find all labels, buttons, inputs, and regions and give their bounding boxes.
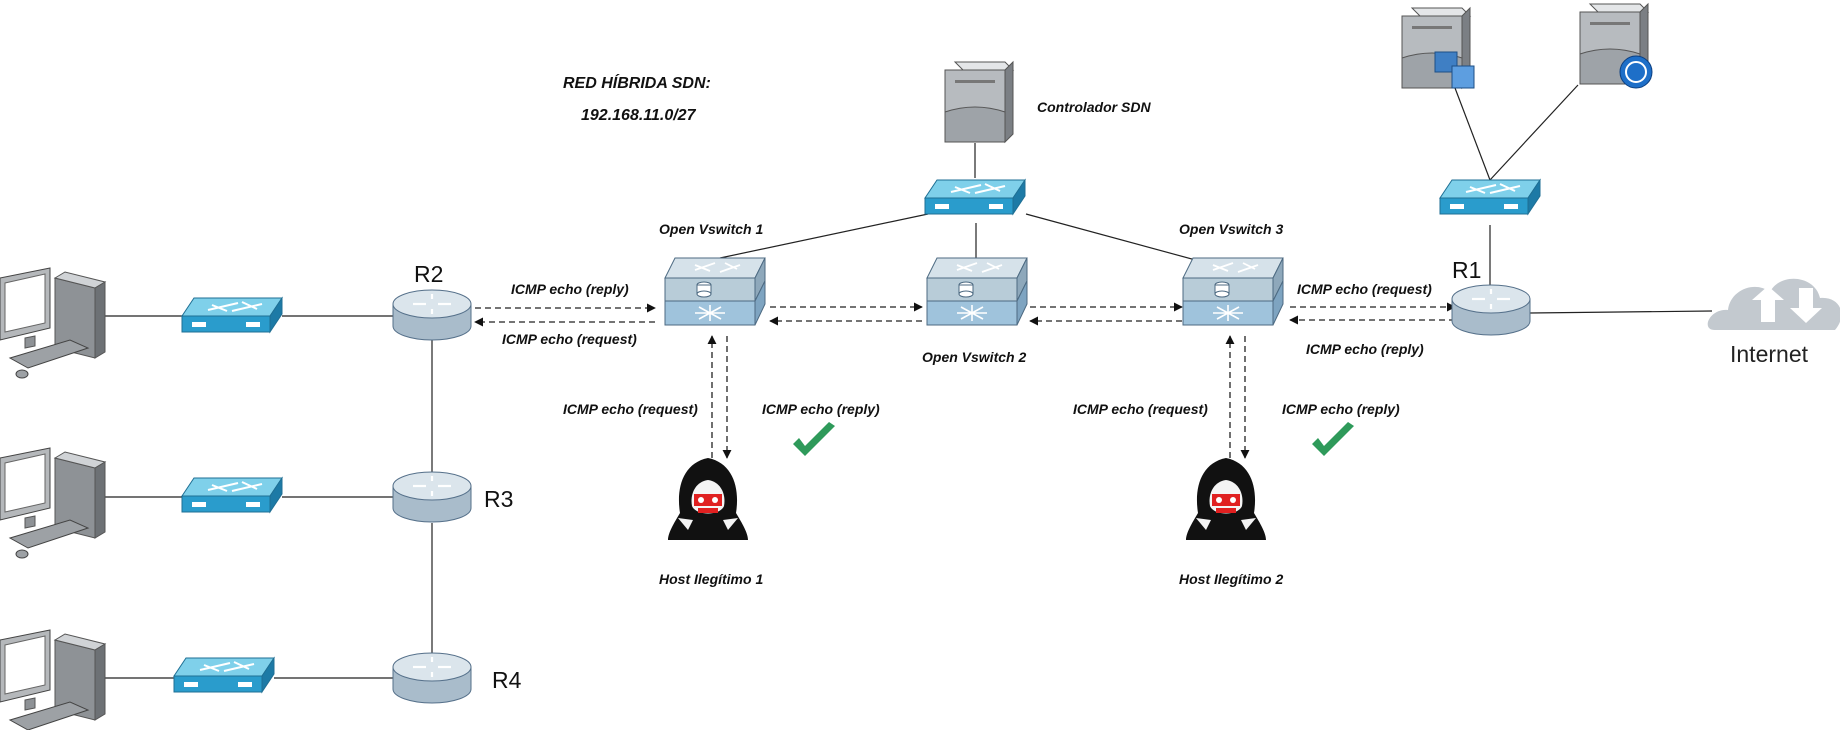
router-r2[interactable] xyxy=(391,288,473,342)
ovs1-label: Open Vswitch 1 xyxy=(659,221,763,237)
switch-2[interactable] xyxy=(181,477,283,513)
r2-icmp-bottom: ICMP echo (request) xyxy=(502,331,637,347)
switch-1[interactable] xyxy=(181,297,283,333)
ovs-2[interactable] xyxy=(926,257,1028,326)
internet-label: Internet xyxy=(1730,341,1809,367)
router-r3[interactable] xyxy=(391,470,473,524)
right-switch[interactable] xyxy=(1439,179,1541,215)
r1-icmp-top: ICMP echo (request) xyxy=(1297,281,1432,297)
r2-label: R2 xyxy=(414,261,443,287)
check-icon-2 xyxy=(1312,422,1354,456)
diagram-title-line2: 192.168.11.0/27 xyxy=(581,107,697,124)
check-icon-1 xyxy=(793,422,835,456)
globe-app-icon xyxy=(1619,55,1653,89)
h2-icmp-left: ICMP echo (request) xyxy=(1073,401,1208,417)
r3-label: R3 xyxy=(484,486,513,512)
ovs3-label: Open Vswitch 3 xyxy=(1179,221,1283,237)
host2-label: Host Ilegítimo 2 xyxy=(1179,571,1283,587)
controller-switch[interactable] xyxy=(924,179,1026,215)
r2-icmp-top: ICMP echo (reply) xyxy=(511,281,629,297)
h2-icmp-right: ICMP echo (reply) xyxy=(1282,401,1400,417)
router-r1[interactable] xyxy=(1450,283,1532,337)
cloud-icon[interactable] xyxy=(1707,278,1840,330)
pc-2[interactable] xyxy=(0,447,106,559)
switch-3[interactable] xyxy=(173,657,275,693)
controller-server-icon[interactable] xyxy=(944,61,1014,143)
controller-label: Controlador SDN xyxy=(1037,99,1151,115)
r1-icmp-bottom: ICMP echo (reply) xyxy=(1306,341,1424,357)
ovs2-label: Open Vswitch 2 xyxy=(922,349,1026,365)
r1-label: R1 xyxy=(1452,257,1481,283)
diagram-title-line1: RED HÍBRIDA SDN: xyxy=(563,73,711,92)
ovs-3[interactable] xyxy=(1182,257,1284,326)
hacker-1-icon[interactable] xyxy=(668,458,748,540)
links xyxy=(105,84,1713,679)
r4-label: R4 xyxy=(492,667,522,693)
pc-3[interactable] xyxy=(0,629,106,730)
icmp-arrows xyxy=(474,302,1456,459)
pc-1[interactable] xyxy=(0,267,106,379)
hacker-2-icon[interactable] xyxy=(1186,458,1266,540)
ovs-1[interactable] xyxy=(664,257,766,326)
h1-icmp-right: ICMP echo (reply) xyxy=(762,401,880,417)
router-r4[interactable] xyxy=(391,651,473,705)
h1-icmp-left: ICMP echo (request) xyxy=(563,401,698,417)
server-2[interactable] xyxy=(1579,3,1653,89)
host1-label: Host Ilegítimo 1 xyxy=(659,571,763,587)
server-1[interactable] xyxy=(1401,7,1475,89)
